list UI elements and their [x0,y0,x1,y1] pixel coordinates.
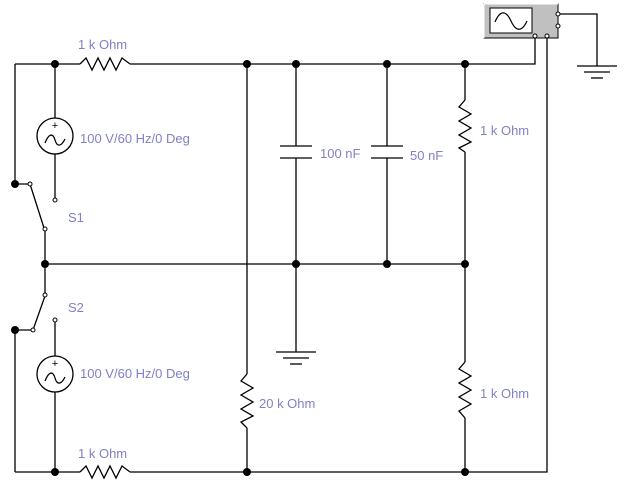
capacitor-100nf [280,145,312,159]
junction-node [461,260,469,268]
junction-node [11,180,19,188]
resistor-upper-right [457,99,473,153]
junction-node [243,468,251,476]
junction-node [383,260,391,268]
label-r-lower-right: 1 k Ohm [480,386,529,401]
label-r-bottom: 1 k Ohm [78,446,127,461]
ground-icon [577,65,617,79]
resistor-top [79,56,131,72]
resistor-20k [239,373,255,429]
svg-text:+: + [52,120,58,132]
junction-node [292,260,300,268]
oscilloscope-icon [483,3,561,39]
junction-node [461,468,469,476]
junction-node [292,60,300,68]
junction-node [51,468,59,476]
junction-nodes [11,60,469,476]
wire-scope-ground [560,13,598,66]
label-r-upper-right: 1 k Ohm [480,123,529,138]
resistor-bottom [79,464,131,480]
label-c1: 100 nF [320,146,361,161]
wires [14,13,598,473]
label-c2: 50 nF [410,148,443,163]
label-r-load: 20 k Ohm [259,396,315,411]
junction-node [461,60,469,68]
switch-contact [42,226,48,232]
switch-contact [42,292,48,298]
junction-node [51,60,59,68]
wire-bottom-main [130,38,548,473]
ac-source-icon: + [36,117,74,155]
label-source-bottom: 100 V/60 Hz/0 Deg [80,366,190,381]
label-s2: S2 [68,300,84,315]
switch-contact [27,181,33,187]
capacitor-50nf [371,145,403,159]
switch-contact [52,317,58,323]
resistor-lower-right [457,361,473,419]
switch-contact [52,197,58,203]
svg-text:+: + [52,358,58,370]
wire-s2 [14,264,46,472]
wire-s1-in [15,183,46,264]
ground-icon [276,351,316,365]
label-s1: S1 [68,210,84,225]
ac-source-icon: + [36,355,74,393]
wire-top-main [130,38,536,65]
junction-node [383,60,391,68]
junction-node [41,260,49,268]
junction-node [243,60,251,68]
label-source-top: 100 V/60 Hz/0 Deg [80,131,190,146]
label-r-top: 1 k Ohm [78,37,127,52]
switch-contact [30,327,36,333]
junction-node [11,326,19,334]
